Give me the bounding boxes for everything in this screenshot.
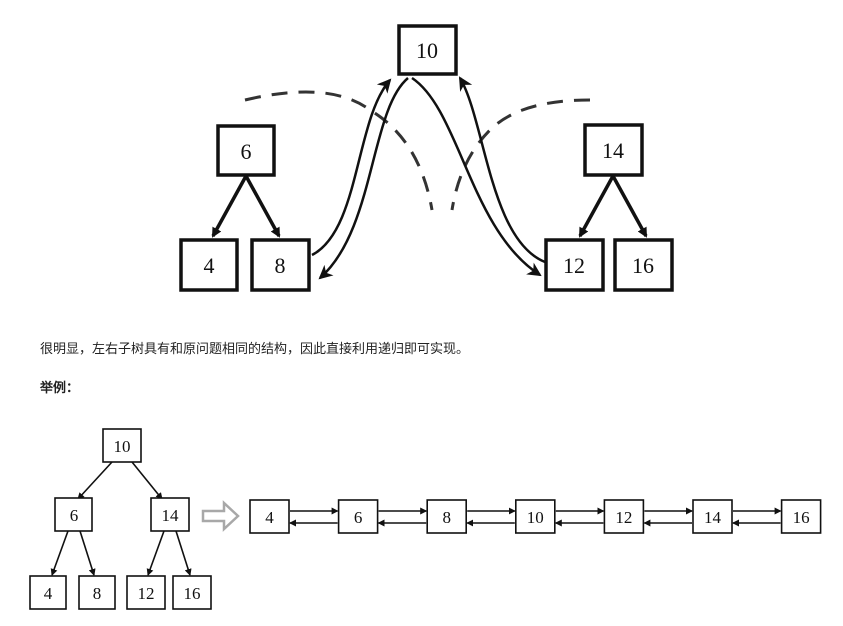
dashed-cut-right	[450, 98, 591, 211]
doubly-linked-list: 4 6 8 10 12 14 16	[249, 499, 822, 534]
example-tree-node-left-left: 4	[29, 575, 67, 610]
top-node-left-right: 8	[250, 238, 311, 292]
top-node-root-label: 10	[416, 38, 438, 63]
list-node-label: 10	[527, 508, 544, 527]
top-node-right-right: 16	[613, 238, 674, 292]
list-node-label: 12	[615, 508, 632, 527]
top-node-right-left: 12	[544, 238, 605, 292]
left-pointer-arrows	[311, 77, 409, 280]
list-node-label: 8	[442, 508, 451, 527]
example-tree-node-root: 10	[102, 428, 142, 463]
tree-edges	[211, 175, 648, 238]
right-pointer-arrows	[411, 76, 546, 277]
list-node-14: 14	[692, 499, 733, 534]
list-node-label: 6	[354, 508, 363, 527]
top-node-right-left-label: 12	[563, 253, 585, 278]
list-node-16: 16	[780, 499, 822, 534]
convert-arrow-icon	[201, 500, 240, 532]
top-node-left-left-label: 4	[204, 253, 215, 278]
list-node-label: 16	[793, 508, 810, 527]
top-node-left-left: 4	[179, 238, 239, 292]
top-node-left-label: 6	[241, 139, 252, 164]
example-tree-node-left: 6	[54, 497, 93, 532]
list-node-12: 12	[603, 499, 645, 534]
top-node-right-right-label: 16	[632, 253, 654, 278]
list-node-8: 8	[426, 499, 468, 534]
list-node-10: 10	[514, 499, 556, 534]
list-node-label: 4	[265, 508, 274, 527]
example-tree-edges	[50, 461, 192, 576]
example-heading: 举例：	[40, 381, 80, 396]
example-tree-node-left-right: 8	[78, 575, 116, 610]
example-tree-node-left-left-label: 4	[44, 584, 53, 603]
top-node-left: 6	[216, 124, 276, 177]
example-tree-node-left-label: 6	[70, 506, 79, 525]
example-tree-node-right-left: 12	[126, 575, 166, 610]
top-node-root: 10	[397, 24, 458, 76]
example-tree-node-right: 14	[150, 497, 190, 532]
example-tree-node-right-right-label: 16	[184, 584, 201, 603]
top-node-left-right-label: 8	[275, 253, 286, 278]
example-diagram: 10 6 14 4 8 12 16 4 6 8 10 12 14 16	[29, 428, 822, 610]
top-tree-diagram: 10 6 4 8 14 12 16	[179, 24, 674, 292]
example-tree-node-left-right-label: 8	[93, 584, 102, 603]
list-node-label: 14	[704, 508, 722, 527]
list-node-6: 6	[337, 499, 379, 534]
list-node-4: 4	[249, 499, 290, 534]
top-node-right: 14	[583, 123, 644, 177]
top-node-right-label: 14	[602, 138, 624, 163]
example-tree-node-right-left-label: 12	[138, 584, 155, 603]
example-tree-node-right-label: 14	[162, 506, 180, 525]
example-tree-node-right-right: 16	[172, 575, 212, 610]
example-tree-node-root-label: 10	[114, 437, 131, 456]
explanation-text: 很明显，左右子树具有和原问题相同的结构，因此直接利用递归即可实现。	[40, 342, 470, 357]
